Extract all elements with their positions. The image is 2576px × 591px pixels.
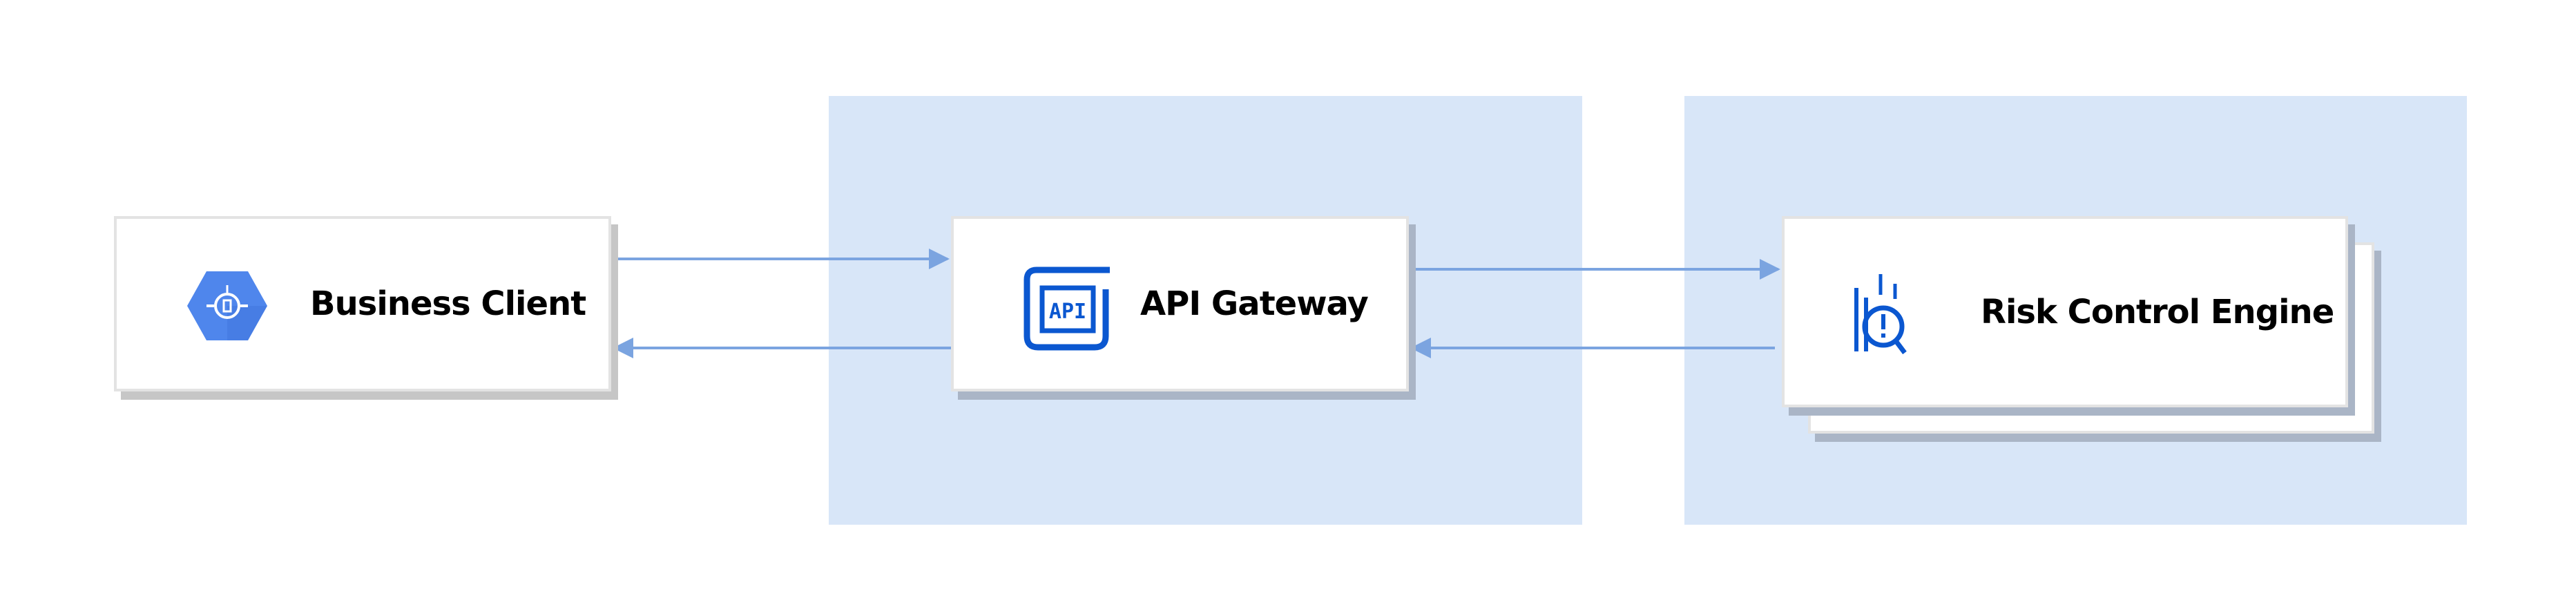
business-client-label: Business Client	[310, 284, 586, 323]
svg-text:API: API	[1049, 300, 1086, 324]
risk-engine-label: Risk Control Engine	[1981, 292, 2334, 331]
api-gateway-node[interactable]: API API Gateway	[951, 216, 1409, 391]
hexagon-endpoint-icon	[187, 271, 267, 340]
api-icon: API	[1023, 267, 1110, 351]
risk-analysis-icon	[1854, 274, 1907, 355]
risk-engine-node[interactable]: Risk Control Engine	[1782, 216, 2348, 407]
api-gateway-label: API Gateway	[1140, 284, 1369, 323]
business-client-node[interactable]: Business Client	[114, 216, 611, 391]
